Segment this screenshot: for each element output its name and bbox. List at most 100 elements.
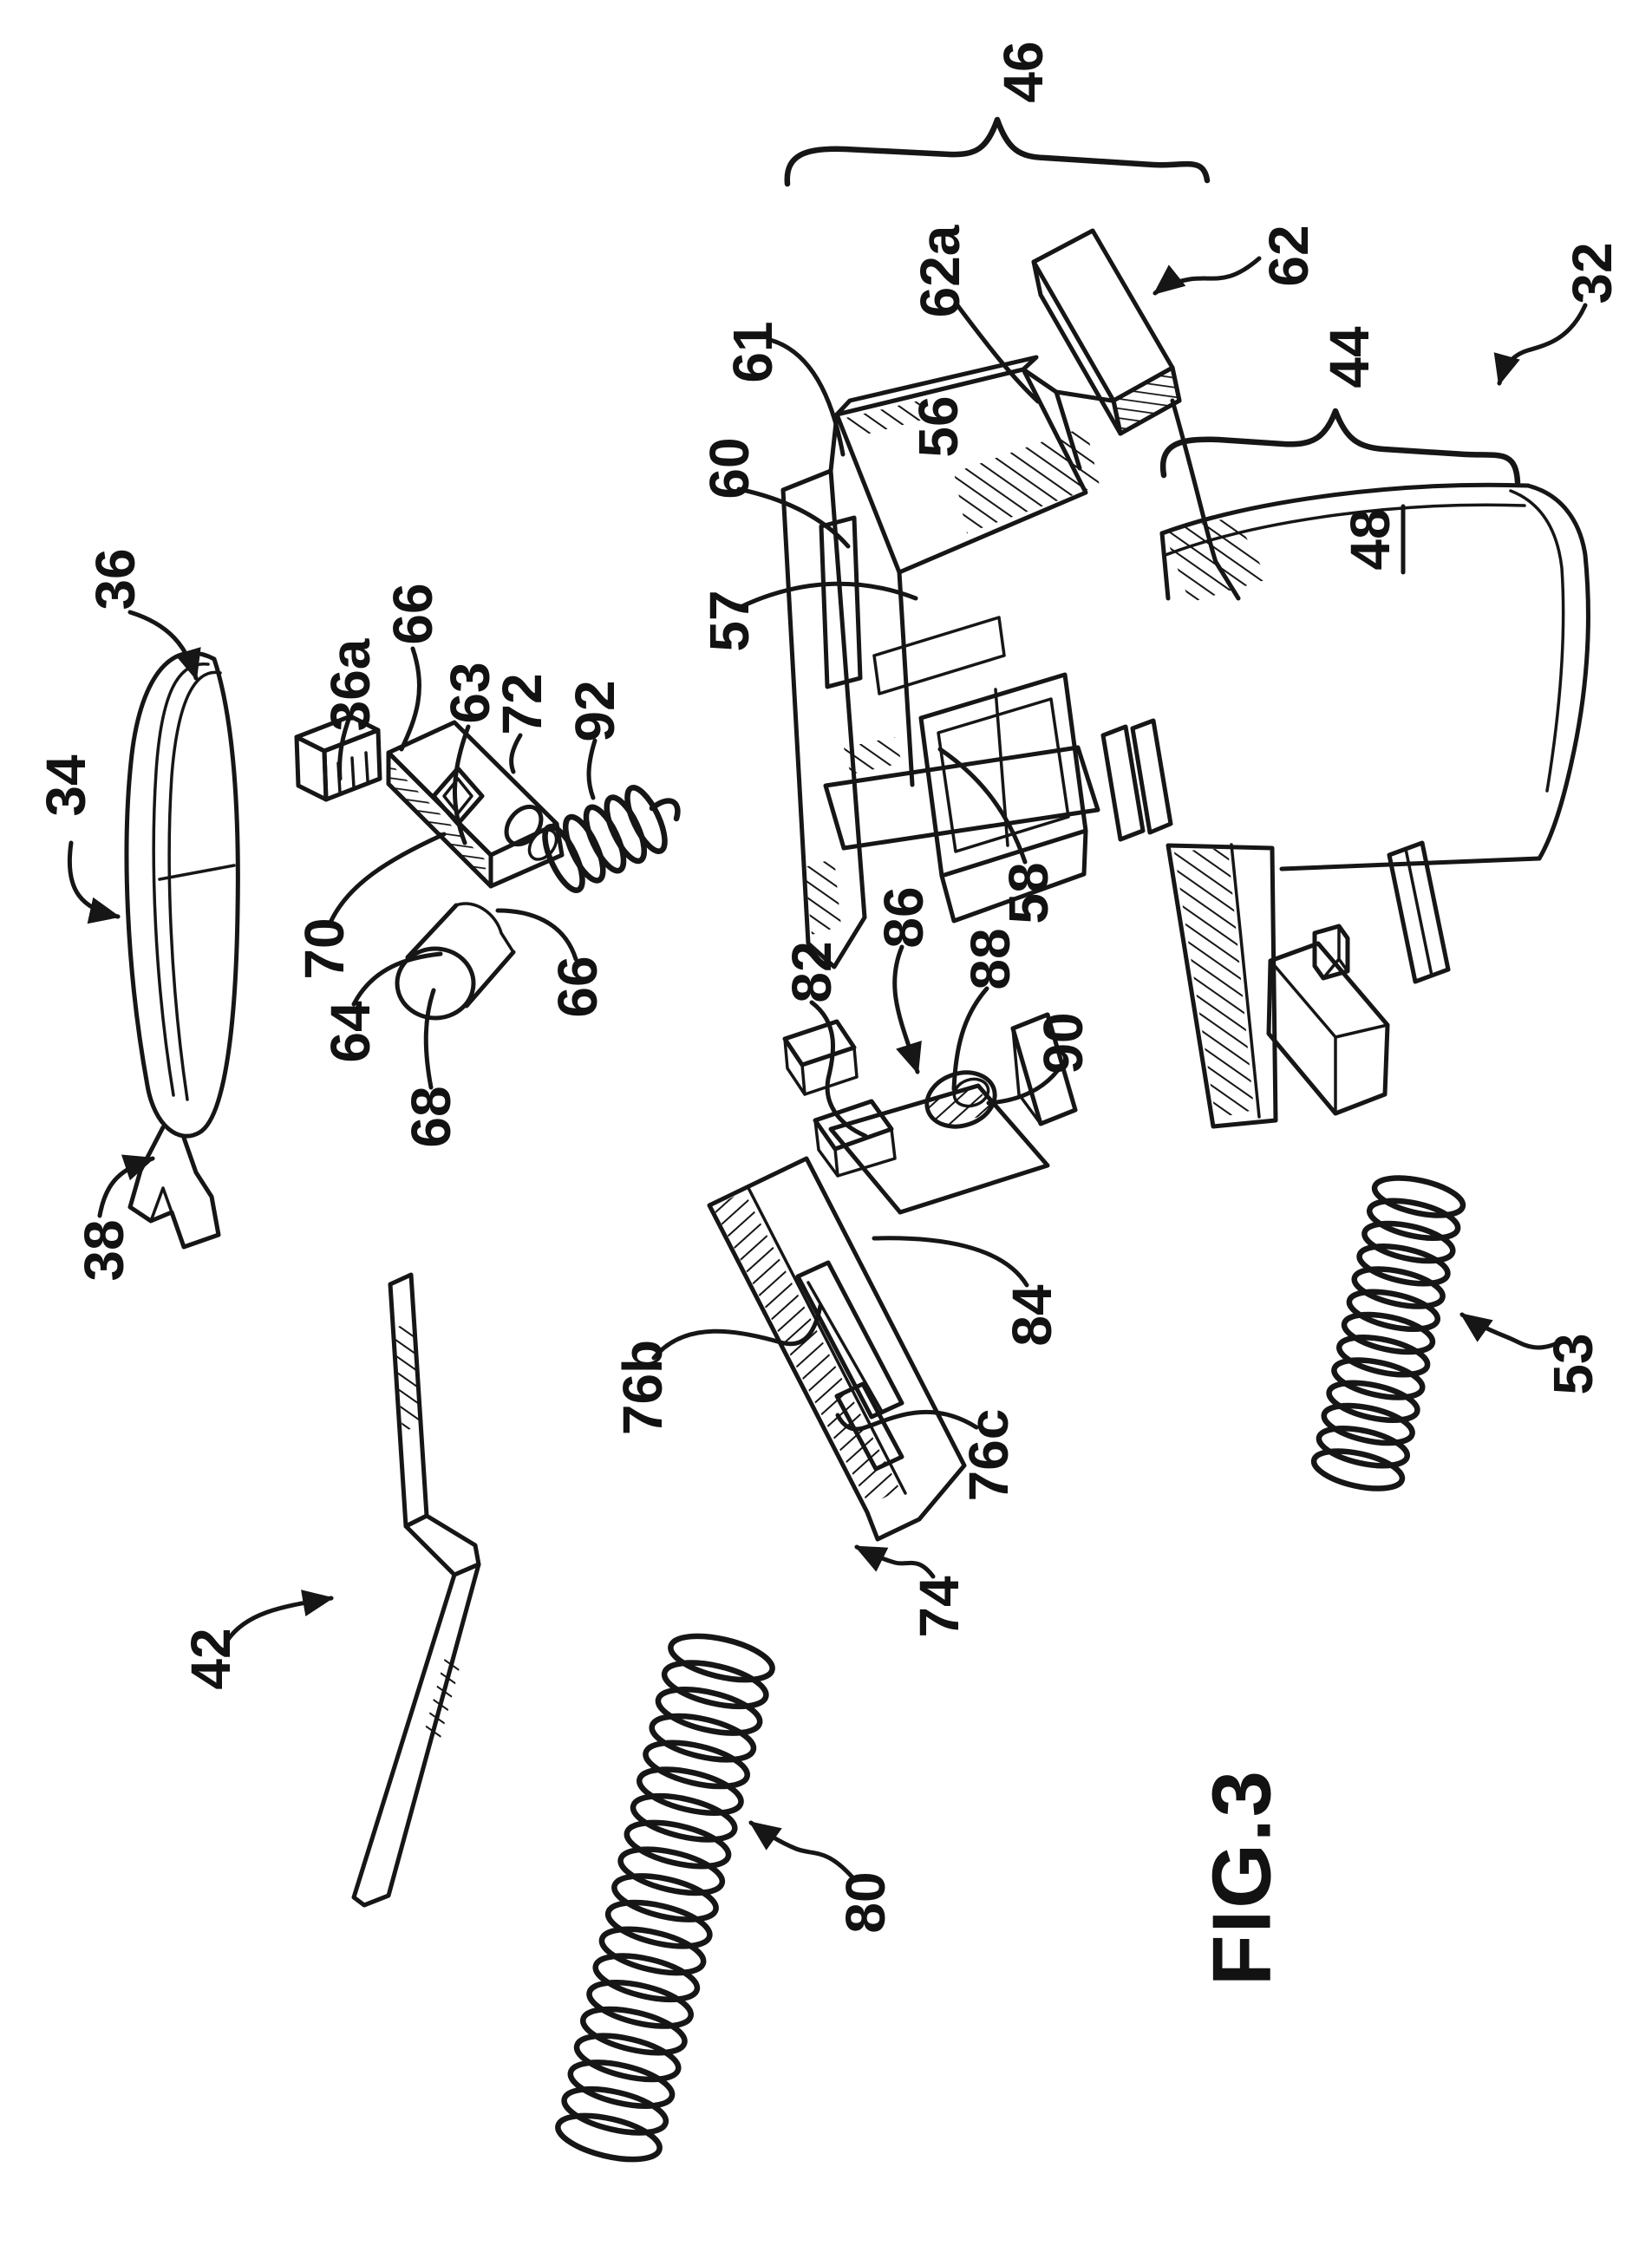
label-63: 63	[439, 662, 501, 723]
leader-64	[351, 951, 443, 1007]
leader-72	[509, 733, 523, 774]
leader-92	[586, 738, 597, 800]
spring80-coil	[637, 1766, 744, 1816]
spring53-coil	[1346, 1289, 1441, 1332]
spring53-coil	[1321, 1402, 1415, 1446]
label-42: 42	[180, 1628, 242, 1689]
label-68: 68	[400, 1086, 462, 1147]
part-53-coil-spring	[1310, 1175, 1466, 1492]
label-86: 86	[872, 886, 935, 948]
leader-61	[767, 337, 846, 457]
leader-80	[748, 1820, 856, 1881]
spring53-coil	[1316, 1426, 1411, 1469]
leader-57	[738, 581, 918, 610]
leader-36a	[337, 712, 353, 781]
leader-58	[937, 747, 1028, 865]
spring80-coil	[580, 2006, 688, 2056]
part-36a-post	[294, 714, 382, 802]
label-92: 92	[564, 680, 626, 741]
spring53-coil	[1356, 1243, 1451, 1287]
leader-32	[1493, 303, 1588, 387]
part-34-button	[124, 650, 240, 1139]
label-70: 70	[293, 917, 356, 979]
spring80-coil	[655, 1687, 763, 1736]
spring53-coil	[1371, 1175, 1466, 1218]
label-82: 82	[780, 941, 843, 1002]
brace-46	[784, 116, 1211, 187]
label-48: 48	[1339, 508, 1401, 570]
leader-82	[809, 1000, 868, 1139]
spring80-coil	[567, 2059, 676, 2109]
label-36a: 36a	[319, 638, 382, 731]
label-76c: 76c	[957, 1409, 1020, 1502]
label-56: 56	[907, 395, 970, 457]
leader-76c	[835, 1409, 979, 1432]
label-34: 34	[35, 754, 97, 817]
spring53-coil	[1310, 1448, 1406, 1492]
leader-66a	[399, 646, 422, 752]
spring53-coil	[1351, 1266, 1446, 1309]
spring80-coil	[573, 2033, 682, 2083]
spring53-coil	[1331, 1357, 1426, 1400]
spring80-coil	[649, 1713, 757, 1763]
leader-76b	[651, 1303, 823, 1361]
label-88: 88	[959, 928, 1022, 989]
part-80-coil-spring	[555, 1633, 775, 2163]
spring80-coil	[624, 1819, 732, 1870]
leader-74	[854, 1544, 936, 1579]
label-62a: 62a	[909, 225, 971, 317]
label-46: 46	[992, 41, 1055, 102]
label-fig-title: FIG.3	[1196, 1769, 1289, 1986]
leader-86	[892, 944, 922, 1074]
spring53-coil	[1326, 1380, 1420, 1423]
part-66-latch-block	[386, 720, 565, 889]
label-44: 44	[1318, 326, 1381, 388]
spring80-coil	[598, 1926, 707, 1976]
leader-42	[225, 1589, 335, 1643]
spring80-coil	[668, 1633, 775, 1683]
label-66b: 66	[546, 956, 609, 1017]
spring80-coil	[604, 1899, 713, 1949]
brace-44	[1159, 408, 1521, 486]
leader-90	[986, 1067, 1061, 1106]
leader-53	[1459, 1312, 1562, 1350]
label-80: 80	[834, 1871, 897, 1933]
part-84-bracket	[782, 1012, 1078, 1215]
leader-88	[951, 986, 989, 1092]
label-32: 32	[1561, 242, 1623, 304]
part-68-cylinder	[395, 902, 516, 1021]
spring80-coil	[661, 1660, 769, 1710]
label-84: 84	[1001, 1284, 1063, 1347]
spring80-coil	[555, 2112, 663, 2163]
leader-84	[872, 1236, 1029, 1288]
spring80-coil	[586, 1980, 694, 2029]
leader-lines	[67, 256, 1588, 1881]
label-36: 36	[84, 548, 147, 610]
leader-70	[327, 832, 447, 927]
label-57: 57	[698, 590, 761, 651]
part-32-base	[1100, 482, 1590, 1129]
label-62: 62	[1257, 225, 1320, 286]
label-76b: 76b	[611, 1340, 674, 1435]
spring92-coil	[624, 785, 668, 854]
label-90: 90	[1032, 1012, 1094, 1074]
leader-63	[453, 724, 471, 845]
label-66a: 66	[382, 583, 444, 644]
spring53-coil	[1341, 1311, 1436, 1355]
spring53-coil	[1361, 1220, 1456, 1264]
leader-34	[67, 840, 121, 924]
part-38-hook	[127, 1125, 221, 1250]
label-72: 72	[491, 673, 553, 734]
part-92-coil-spring	[542, 785, 681, 893]
spring80-coil	[561, 2086, 669, 2136]
leader-66b	[495, 908, 578, 962]
leader-68	[423, 988, 436, 1090]
label-38: 38	[73, 1219, 135, 1281]
label-58: 58	[997, 862, 1060, 924]
label-60: 60	[698, 437, 761, 499]
label-53: 53	[1542, 1333, 1604, 1394]
spring80-coil	[592, 1953, 701, 2003]
leader-62	[1152, 256, 1262, 296]
leader-36	[127, 610, 201, 681]
